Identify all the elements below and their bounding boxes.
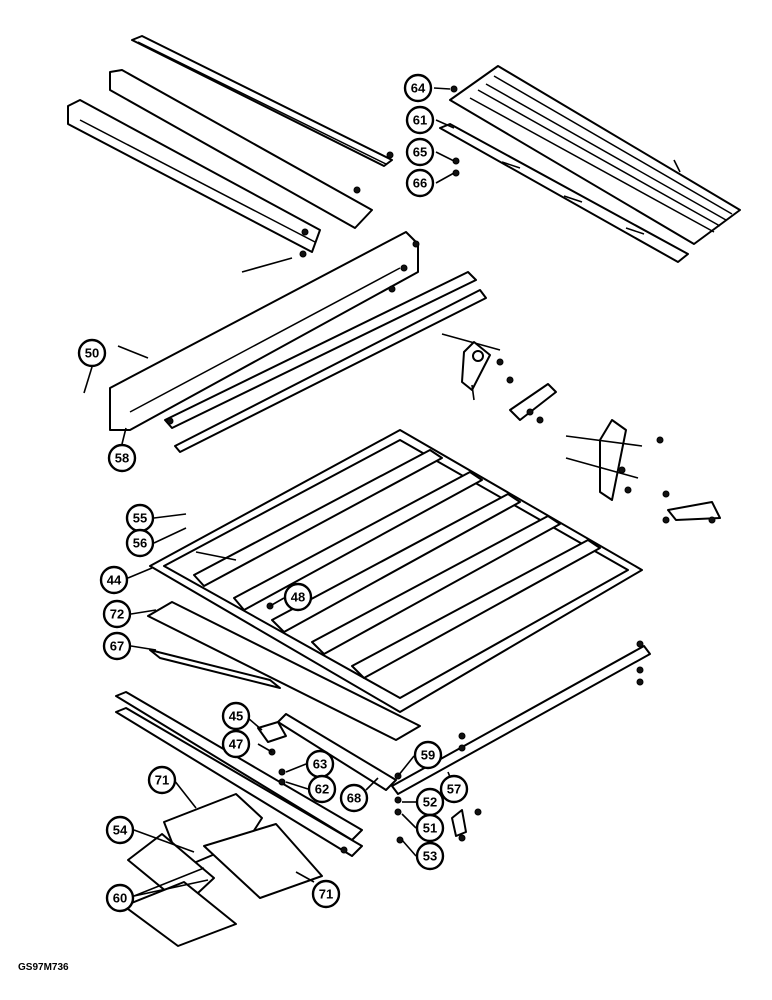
callout-71-top: 71 [147, 765, 177, 795]
svg-text:53: 53 [423, 849, 437, 864]
callout-53: 53 [415, 841, 445, 871]
callout-63: 63 [305, 749, 335, 779]
callout-58: 58 [107, 443, 137, 473]
callout-52: 52 [415, 787, 445, 817]
callout-61: 61 [405, 105, 435, 135]
callout-71-bottom: 71 [311, 879, 341, 909]
rod-assembly [391, 640, 651, 844]
callout-45: 45 [221, 701, 251, 731]
svg-text:59: 59 [421, 748, 435, 763]
svg-text:65: 65 [413, 145, 427, 160]
svg-text:52: 52 [423, 795, 437, 810]
callout-72: 72 [102, 599, 132, 629]
svg-text:60: 60 [113, 891, 127, 906]
callout-66: 66 [405, 168, 435, 198]
figure-code: GS97M736 [18, 962, 69, 973]
leader-lines [83, 87, 455, 897]
svg-text:68: 68 [347, 791, 361, 806]
callout-60: 60 [105, 883, 135, 913]
callout-50: 50 [77, 338, 107, 368]
svg-text:45: 45 [229, 709, 243, 724]
svg-text:62: 62 [315, 782, 329, 797]
svg-text:50: 50 [85, 346, 99, 361]
callout-44: 44 [99, 565, 129, 595]
svg-text:54: 54 [113, 823, 128, 838]
callout-59: 59 [413, 740, 443, 770]
crossbar-assembly [109, 231, 487, 453]
main-frame [149, 429, 643, 713]
callout-65: 65 [405, 137, 435, 167]
linkage-assembly [441, 333, 721, 524]
svg-text:71: 71 [155, 773, 169, 788]
callout-55: 55 [125, 503, 155, 533]
callout-48: 48 [283, 582, 313, 612]
lower-panels [115, 601, 421, 857]
svg-text:48: 48 [291, 590, 305, 605]
callout-57: 57 [439, 774, 469, 804]
top-strip-assembly [67, 35, 394, 273]
callout-54: 54 [105, 815, 135, 845]
svg-text:58: 58 [115, 451, 129, 466]
callout-64: 64 [403, 73, 433, 103]
svg-text:57: 57 [447, 782, 461, 797]
svg-text:66: 66 [413, 176, 427, 191]
svg-text:61: 61 [413, 113, 427, 128]
svg-text:51: 51 [423, 821, 437, 836]
svg-text:72: 72 [110, 607, 124, 622]
svg-text:64: 64 [411, 81, 426, 96]
callout-62: 62 [307, 774, 337, 804]
callout-67: 67 [102, 631, 132, 661]
svg-text:47: 47 [229, 737, 243, 752]
svg-text:56: 56 [133, 536, 147, 551]
svg-text:55: 55 [133, 511, 147, 526]
callout-51: 51 [415, 813, 445, 843]
shield-plates [123, 793, 323, 947]
svg-text:71: 71 [319, 887, 333, 902]
callout-47: 47 [221, 729, 251, 759]
callout-56: 56 [125, 528, 155, 558]
callout-68: 68 [339, 783, 369, 813]
svg-text:44: 44 [107, 573, 122, 588]
svg-text:67: 67 [110, 639, 124, 654]
svg-text:63: 63 [313, 757, 327, 772]
deck-plate-assembly [439, 65, 741, 263]
